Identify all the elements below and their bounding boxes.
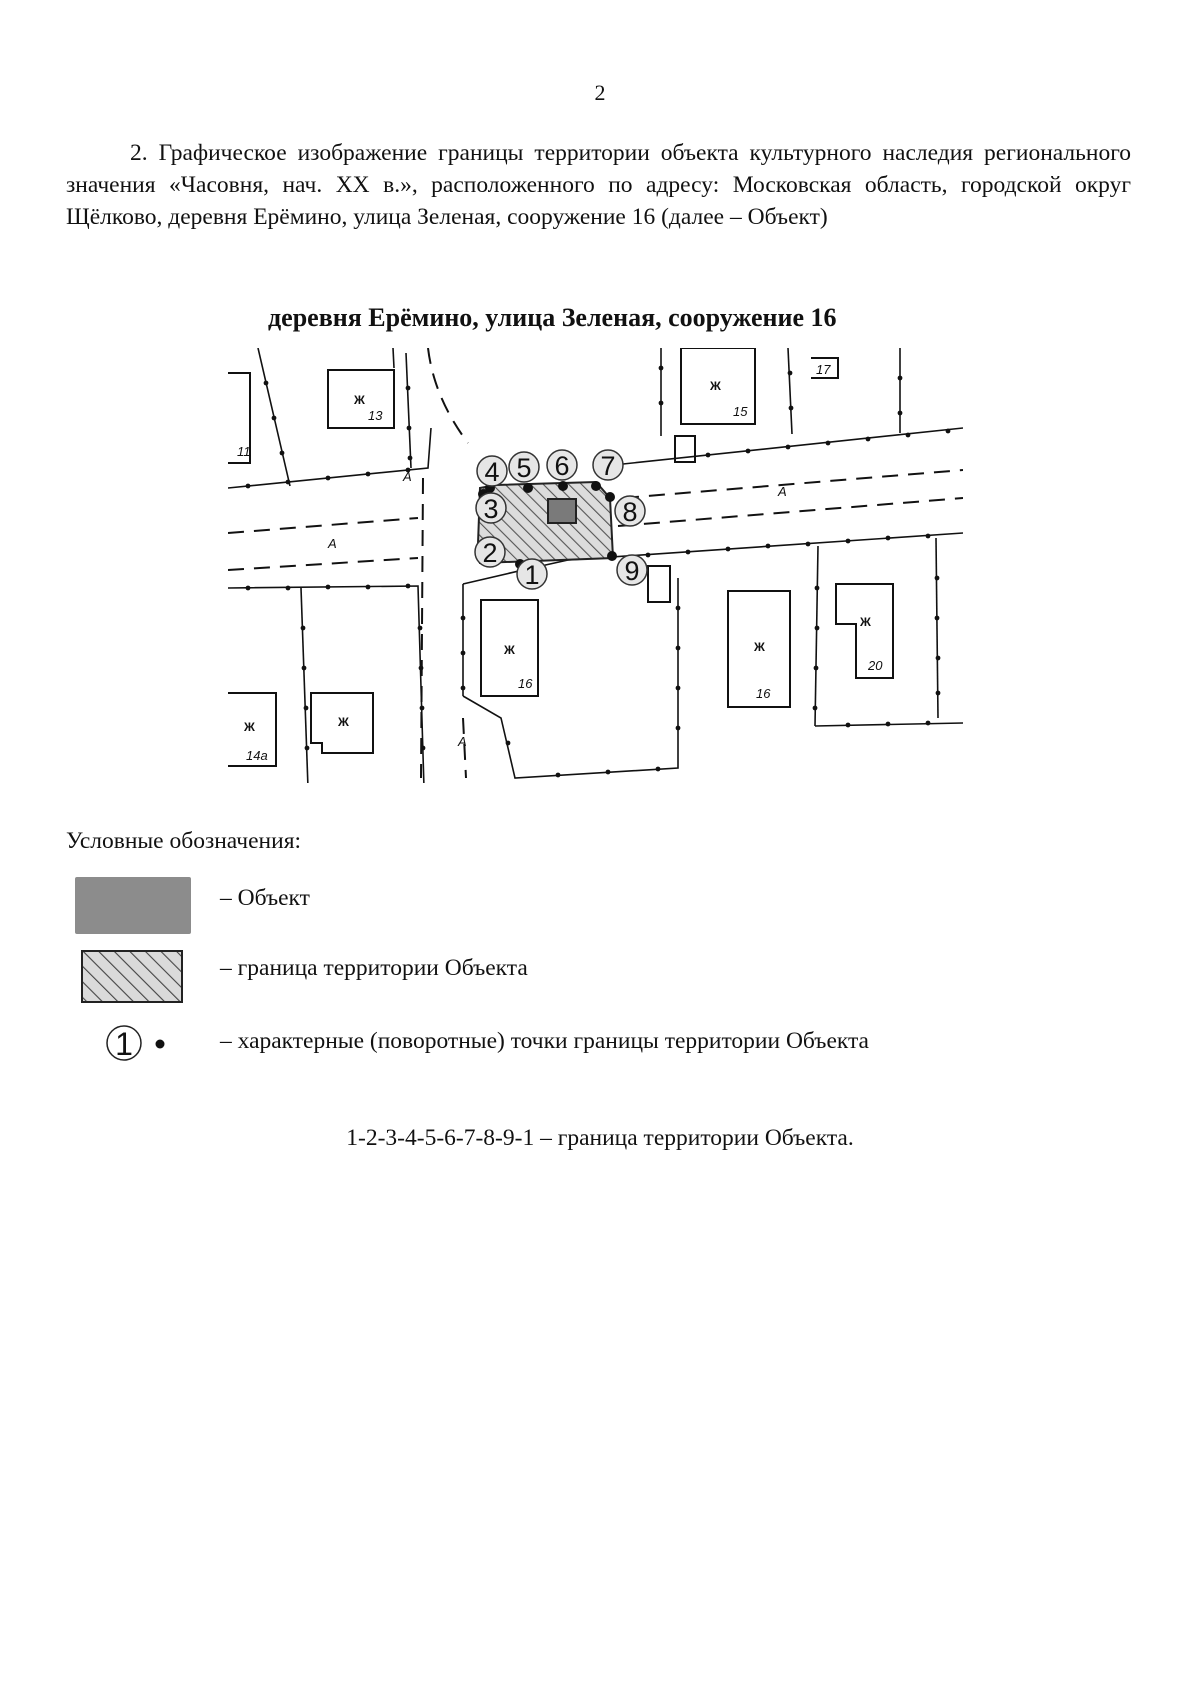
building-label-16b: 16	[756, 686, 771, 701]
point-marker-2: 2	[474, 536, 506, 568]
legend-text-territory: – граница территории Объекта	[220, 955, 528, 981]
object-area	[547, 498, 577, 524]
building-label-17: 17	[816, 362, 831, 377]
point-marker-8: 8	[614, 495, 646, 527]
point-symbol-icon: 1	[106, 1025, 165, 1062]
building-15	[680, 348, 756, 425]
road-label: А	[457, 734, 467, 749]
building-type-label: Ж	[353, 393, 365, 407]
building-label-11: 11	[237, 444, 251, 459]
page-number: 2	[594, 80, 606, 105]
point-marker-1: 1	[516, 558, 548, 590]
shed-small	[647, 565, 671, 603]
legend-item-object: – Объект	[0, 877, 1200, 941]
svg-text:1: 1	[524, 560, 539, 590]
point-marker-6: 6	[546, 449, 578, 481]
svg-text:3: 3	[483, 494, 498, 524]
building-type-label: Ж	[709, 379, 721, 393]
svg-text:2: 2	[482, 538, 497, 568]
map-roads	[228, 348, 963, 779]
building-label-16a: 16	[518, 676, 533, 691]
building-type-label: Ж	[503, 643, 515, 657]
shed-top	[674, 435, 696, 463]
legend-text-object: – Объект	[220, 885, 310, 911]
legend-item-points: 1 – характерные (поворотные) точки грани…	[0, 1022, 1200, 1086]
building-20	[835, 583, 894, 679]
intro-paragraph: 2. Графическое изображение границы терри…	[66, 140, 1131, 230]
building-label-15: 15	[733, 404, 748, 419]
building-type-label: Ж	[753, 640, 765, 654]
building-11	[228, 372, 251, 464]
map-buildings	[228, 348, 894, 767]
building-17	[811, 357, 839, 379]
building-type-label: Ж	[859, 615, 871, 629]
building-16a	[480, 599, 539, 697]
building-label-13: 13	[368, 408, 383, 423]
legend-text-points: – характерные (поворотные) точки границы…	[220, 1028, 869, 1054]
point-marker-4: 4	[476, 455, 508, 487]
building-type-label: Ж	[337, 715, 349, 729]
point-marker-9: 9	[616, 554, 648, 586]
legend-item-territory: – граница территории Объекта	[0, 950, 1200, 1014]
svg-text:8: 8	[622, 497, 637, 527]
road-label: А	[327, 536, 337, 551]
legend-title: Условные обозначения:	[66, 828, 302, 854]
svg-text:9: 9	[624, 556, 639, 586]
building-type-label: Ж	[243, 720, 255, 734]
svg-text:5: 5	[516, 453, 531, 483]
svg-text:6: 6	[554, 451, 569, 481]
building-small-right	[310, 692, 374, 754]
point-marker-5: 5	[508, 451, 540, 483]
road-label: А	[402, 469, 412, 484]
building-label-20: 20	[867, 658, 883, 673]
object-swatch	[75, 877, 191, 934]
map-title: деревня Ерёмино, улица Зеленая, сооружен…	[268, 303, 837, 332]
svg-text:7: 7	[600, 451, 615, 481]
point-marker-7: 7	[592, 449, 624, 481]
point-symbol-label: 1	[115, 1026, 133, 1062]
boundary-map: 13 15 16 16 20 14а 11 17 Ж Ж Ж Ж Ж Ж Ж	[228, 348, 963, 783]
closing-text: 1-2-3-4-5-6-7-8-9-1 – граница территории…	[346, 1125, 854, 1151]
road-label: А	[777, 484, 787, 499]
territory-swatch	[81, 950, 183, 1003]
building-13	[327, 369, 395, 429]
point-marker-3: 3	[475, 492, 507, 524]
svg-text:4: 4	[484, 457, 499, 487]
building-14a	[228, 692, 277, 767]
building-16b	[727, 590, 791, 708]
fence-posts	[245, 365, 951, 778]
building-label-14a: 14а	[246, 748, 268, 763]
